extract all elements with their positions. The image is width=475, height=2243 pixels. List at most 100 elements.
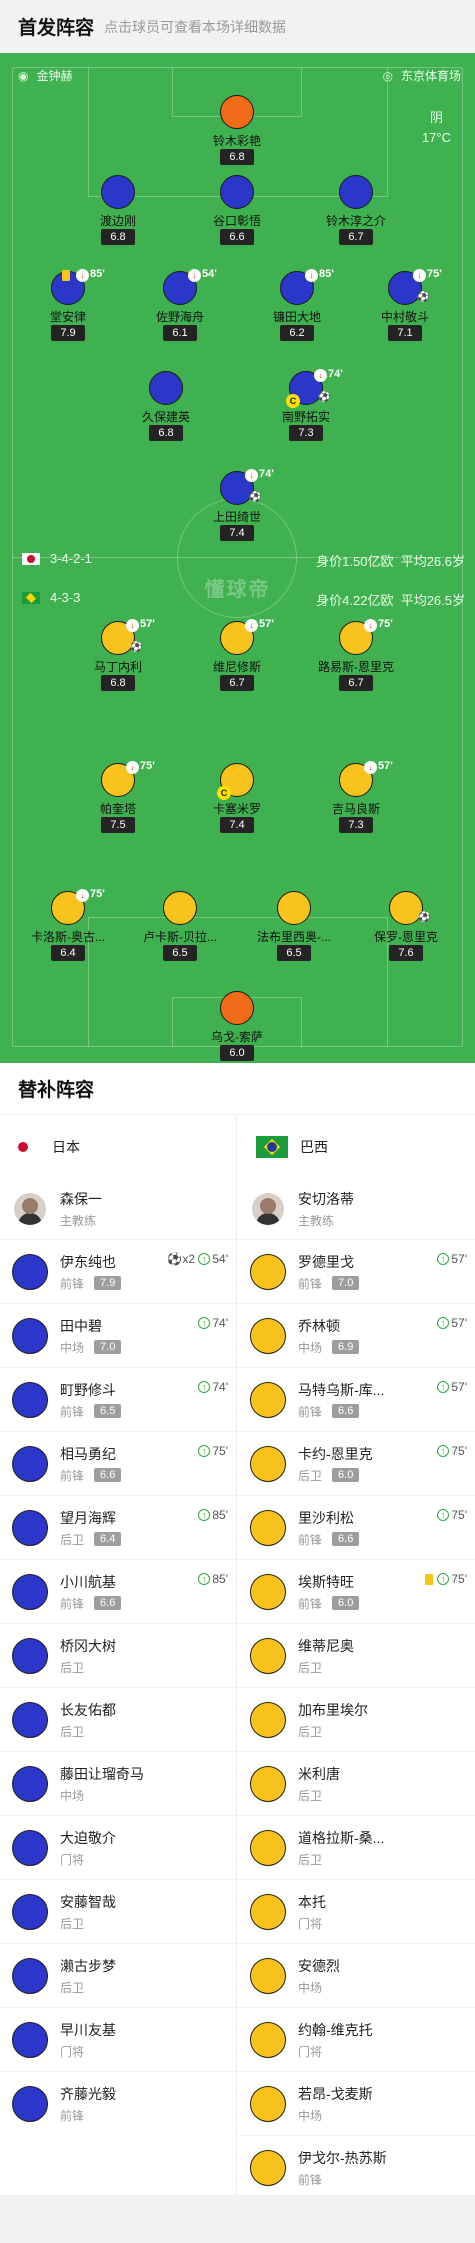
sub-time: 74' <box>259 468 274 480</box>
sub-player[interactable]: 伊戈尔-热苏斯前锋 <box>238 2135 475 2199</box>
player-name: 渡边刚 <box>99 214 136 227</box>
player-name: 若昂-戈麦斯 <box>298 2085 373 2102</box>
sub-player[interactable]: 加布里埃尔后卫 <box>238 1687 475 1751</box>
coach-japan[interactable]: 森保一主教练 <box>0 1179 236 1239</box>
player-badge <box>12 1381 48 1418</box>
sub-out-icon: ↓ <box>314 369 327 382</box>
player-rating: 6.5 <box>163 945 197 961</box>
player-marker: ↓75'⚽ <box>388 268 442 305</box>
sub-in-icon: ↑ <box>198 1573 211 1585</box>
player-badge <box>250 1509 286 1546</box>
sub-player[interactable]: 维蒂尼奥后卫 <box>238 1623 475 1687</box>
sub-in-icon: ↑ <box>437 1317 450 1329</box>
sub-time: 85' <box>90 268 105 280</box>
sub-player[interactable]: 濑古步梦后卫 <box>0 1943 236 2007</box>
player-name: 伊东纯也 <box>60 1253 116 1270</box>
pitch-player[interactable]: 法布里西奥-...6.5 <box>234 891 354 961</box>
player-rating: 7.0 <box>332 1276 360 1290</box>
sub-time: 57' <box>378 760 393 772</box>
sub-player[interactable]: 本托门将 <box>238 1879 475 1943</box>
sub-time: 74' <box>328 368 343 380</box>
player-name: 路易斯-恩里克 <box>318 660 394 673</box>
sub-player[interactable]: 米利唐后卫 <box>238 1751 475 1815</box>
sub-in-icon: ↑ <box>198 1445 211 1457</box>
player-position: 前锋 <box>298 1596 323 1611</box>
player-name: 安德烈 <box>298 1957 340 1974</box>
sub-player[interactable]: 藤田让瑠奇马中场 <box>0 1751 236 1815</box>
player-name: 铃木彩艳 <box>212 134 261 147</box>
player-name: 藤田让瑠奇马 <box>60 1765 144 1782</box>
player-badge <box>250 2085 286 2122</box>
player-badge <box>250 2021 286 2058</box>
sub-time: 54' <box>202 268 217 280</box>
player-position: 前锋 <box>60 1596 85 1611</box>
sub-player[interactable]: 道格拉斯-桑...后卫 <box>238 1815 475 1879</box>
sub-player[interactable]: 早川友基门将 <box>0 2007 236 2071</box>
player-position: 前锋 <box>298 1532 323 1547</box>
sub-out-icon: ↓ <box>245 469 258 482</box>
player-rating: 6.7 <box>220 675 254 691</box>
player-marker: ↓75' <box>51 888 105 925</box>
pitch-player[interactable]: ↓75'卡洛斯-奥古...6.4 <box>8 888 128 961</box>
player-rating: 7.3 <box>289 425 323 441</box>
player-position: 前锋 <box>60 1276 85 1291</box>
player-rating: 6.9 <box>332 1340 360 1354</box>
player-rating: 7.9 <box>94 1276 122 1290</box>
player-position: 前锋 <box>298 2172 323 2187</box>
coach-brazil[interactable]: 安切洛蒂主教练 <box>238 1179 475 1239</box>
sub-event: ↑74' <box>198 1380 228 1394</box>
sub-player[interactable]: 若昂-戈麦斯中场 <box>238 2071 475 2135</box>
sub-player[interactable]: 安德烈中场 <box>238 1943 475 2007</box>
sub-out-icon: ↓ <box>126 761 139 774</box>
sub-player[interactable]: 大迫敬介门将 <box>0 1815 236 1879</box>
sub-out-icon: ↓ <box>188 269 201 282</box>
sub-player[interactable]: 长友佑都后卫 <box>0 1687 236 1751</box>
goal-icon: ⚽ <box>417 292 430 303</box>
player-name: 保罗-恩里克 <box>374 930 438 943</box>
brazil-value: 身价4.22亿欧 平均26.5岁 <box>316 593 465 608</box>
team-japan: 日本 <box>0 1115 236 1179</box>
player-marker <box>220 95 254 129</box>
sub-player[interactable]: 齐藤光毅前锋 <box>0 2071 236 2135</box>
player-name: 卡约-恩里克 <box>298 1445 373 1462</box>
sub-player[interactable]: 桥冈大树后卫 <box>0 1623 236 1687</box>
pitch-player[interactable]: 卢卡斯-贝拉...6.5 <box>120 891 240 961</box>
player-badge <box>12 2085 48 2122</box>
sub-player[interactable]: 约翰-维克托门将 <box>238 2007 475 2071</box>
sub-player[interactable]: 安藤智哉后卫 <box>0 1879 236 1943</box>
player-name: 濑古步梦 <box>60 1957 116 1974</box>
japan-flag-icon <box>18 1142 28 1152</box>
sub-time: 75' <box>378 618 393 630</box>
